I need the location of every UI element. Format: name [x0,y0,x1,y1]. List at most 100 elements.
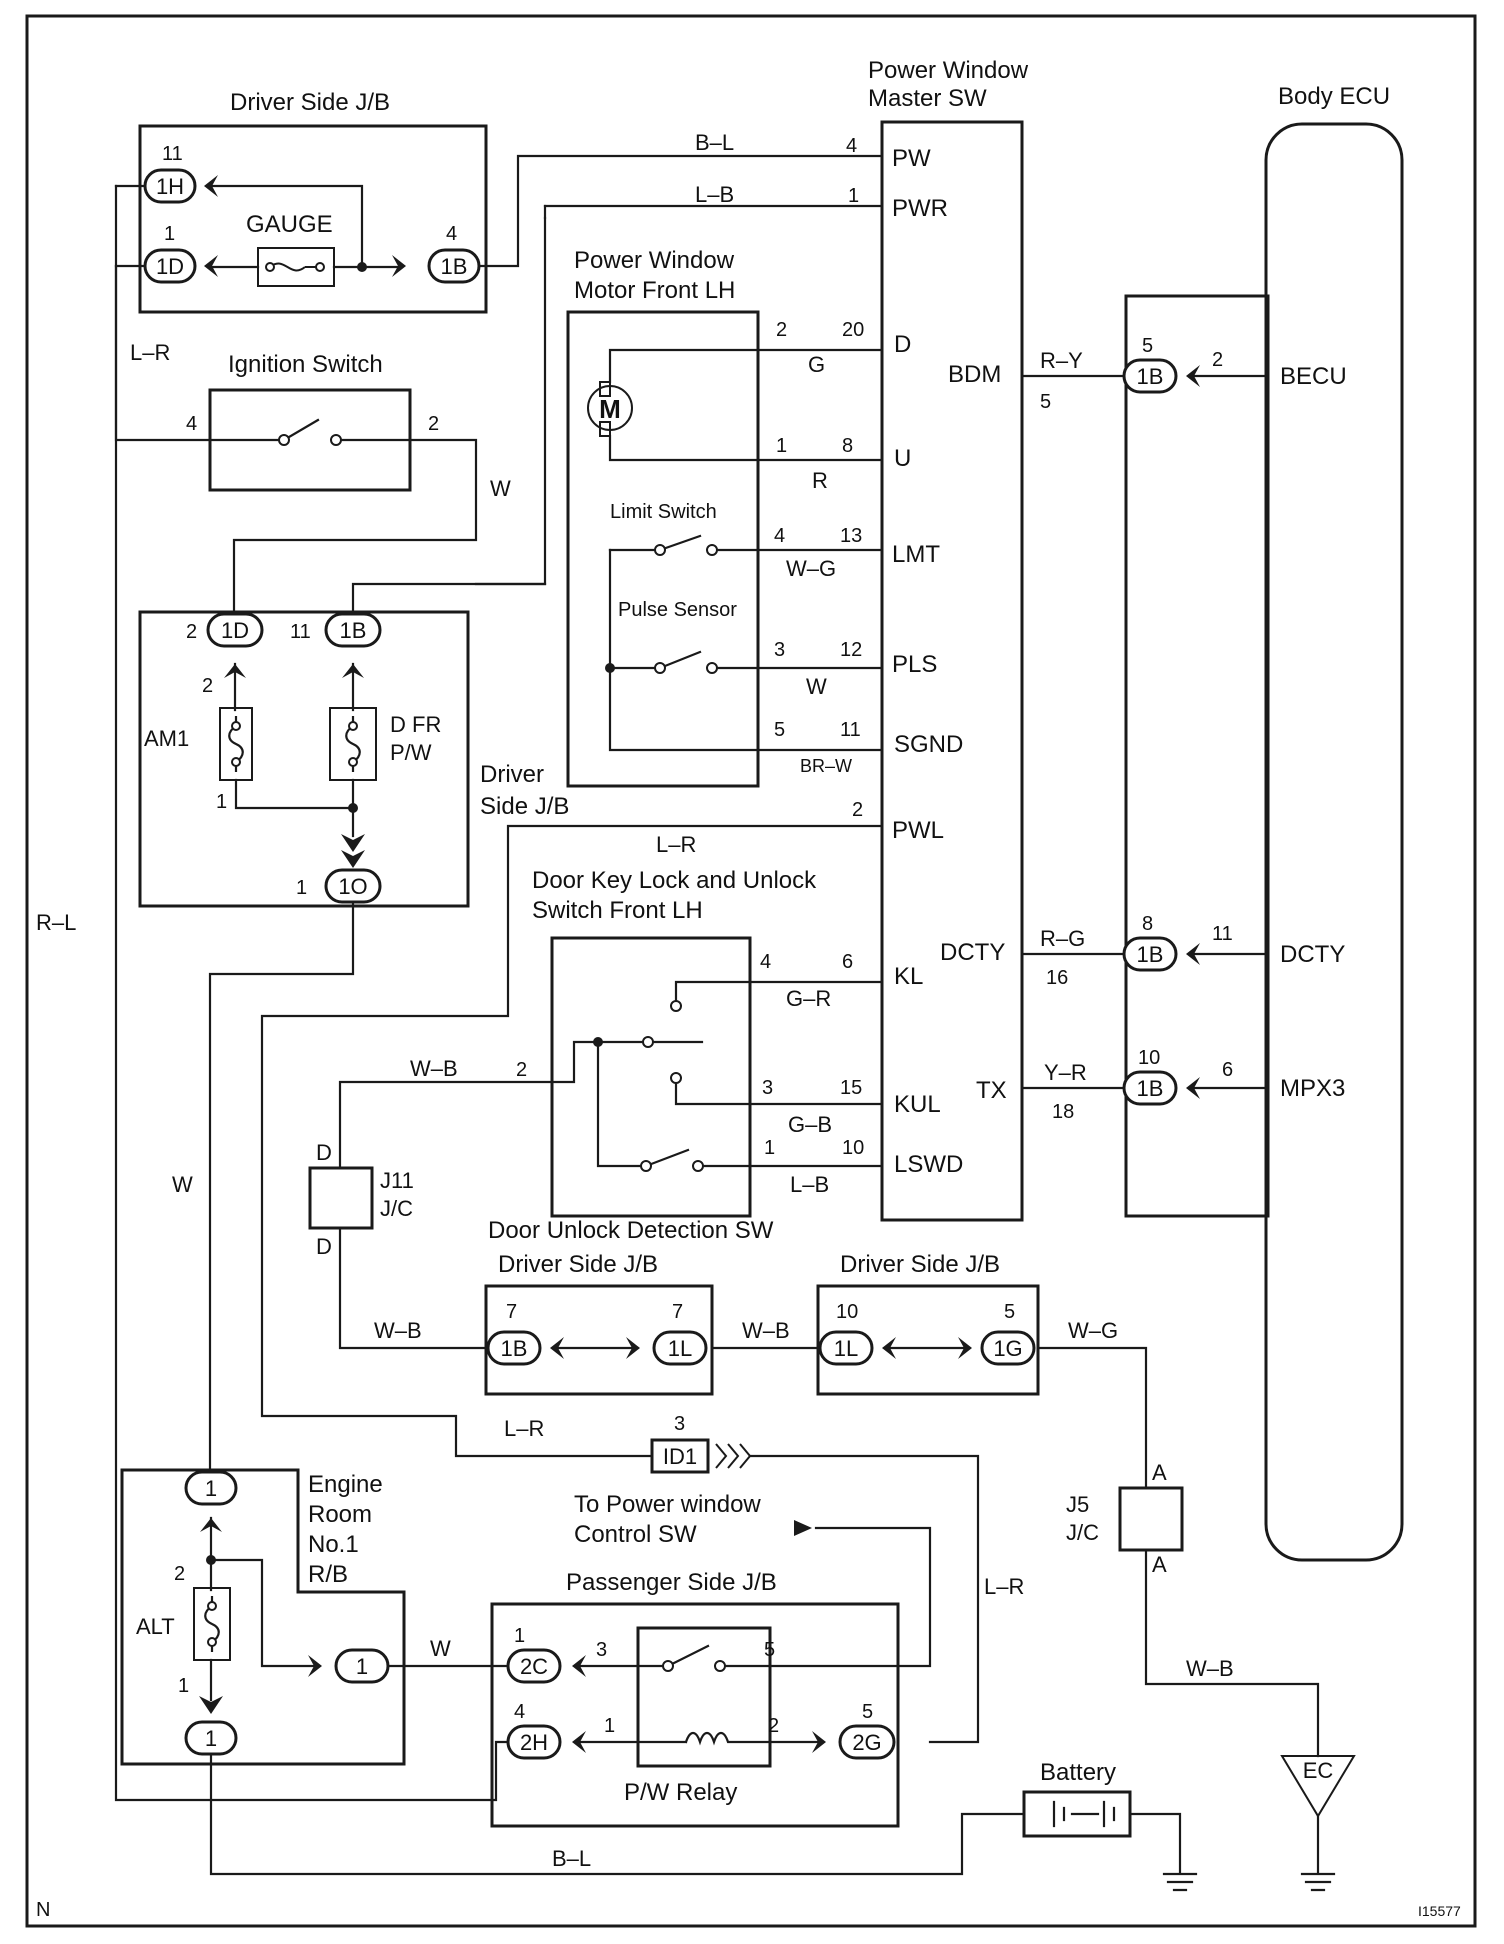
svg-text:1: 1 [164,223,175,245]
svg-text:2: 2 [174,1563,185,1585]
svg-text:B–L: B–L [695,130,734,155]
svg-text:PLS: PLS [892,651,937,678]
connector-1B-low: 1B [486,1330,564,1366]
connector-1H: 1H [143,168,218,204]
svg-text:J5: J5 [1066,1492,1089,1517]
svg-text:10: 10 [836,1301,858,1323]
svg-text:B–L: B–L [552,1846,591,1871]
master-terminals: PW PWR D U LMT PLS SGND PWL KL KUL LSWD … [892,145,1007,1178]
svg-text:Power Window: Power Window [868,57,1029,84]
svg-text:TX: TX [976,1077,1007,1104]
svg-text:J/C: J/C [380,1196,413,1221]
svg-text:Door Key Lock and Unlock: Door Key Lock and Unlock [532,867,817,894]
svg-text:DCTY: DCTY [940,939,1005,966]
svg-text:4: 4 [760,951,771,973]
svg-text:3: 3 [774,639,785,661]
svg-text:Battery: Battery [1040,1759,1116,1786]
svg-text:No.1: No.1 [308,1531,359,1558]
connector-2G: 2G [812,1724,896,1760]
svg-text:1: 1 [205,1726,217,1751]
svg-text:U: U [894,445,911,472]
svg-text:EC: EC [1303,1758,1334,1783]
svg-text:Door Unlock Detection SW: Door Unlock Detection SW [488,1217,774,1244]
svg-text:1: 1 [764,1137,775,1159]
svg-text:1: 1 [776,435,787,457]
svg-text:W–B: W–B [410,1056,458,1081]
svg-text:L–R: L–R [656,832,696,857]
ecu-connector-becu: 1B R–Y 5 5 2 [1020,335,1268,413]
svg-text:W: W [490,476,511,501]
svg-text:10: 10 [1138,1047,1160,1069]
connector-1D-gauge: 1D [143,248,218,284]
svg-text:8: 8 [1142,913,1153,935]
svg-text:2: 2 [852,799,863,821]
svg-text:16: 16 [1046,967,1068,989]
motor-icon [587,385,633,431]
svg-text:1B: 1B [441,254,468,279]
svg-text:4: 4 [186,413,197,435]
svg-text:5: 5 [1040,391,1051,413]
svg-text:7: 7 [672,1301,683,1323]
svg-text:5: 5 [764,1639,775,1661]
svg-text:2: 2 [516,1059,527,1081]
wire-pw [477,154,884,268]
svg-text:4: 4 [846,135,857,157]
connector-1-bottom: 1 [184,1720,238,1756]
svg-text:1: 1 [178,1675,189,1697]
svg-text:2C: 2C [520,1654,548,1679]
j11-box [308,1166,374,1230]
svg-text:5: 5 [862,1701,873,1723]
svg-text:8: 8 [842,435,853,457]
svg-text:1H: 1H [156,174,184,199]
svg-text:KL: KL [894,963,923,990]
svg-text:Y–R: Y–R [1044,1060,1087,1085]
engine-rb-box [120,1468,406,1766]
svg-text:6: 6 [842,951,853,973]
dsjb-top-label: Driver Side J/B [230,89,390,116]
svg-text:13: 13 [840,525,862,547]
connector-1D-am1: 1D [206,612,264,648]
svg-text:AM1: AM1 [144,726,189,751]
svg-text:Side J/B: Side J/B [480,793,569,820]
body-ecu-inner-box [1124,294,1270,1218]
connector-1-top: 1 [184,1470,238,1506]
svg-text:N: N [36,1899,50,1921]
svg-text:3: 3 [674,1413,685,1435]
svg-text:MPX3: MPX3 [1280,1075,1345,1102]
svg-text:D: D [316,1140,332,1165]
svg-text:5: 5 [1004,1301,1015,1323]
svg-text:BDM: BDM [948,361,1001,388]
svg-text:1L: 1L [668,1336,692,1361]
svg-text:7: 7 [506,1301,517,1323]
svg-text:ALT: ALT [136,1614,175,1639]
svg-text:Driver Side J/B: Driver Side J/B [498,1251,658,1278]
svg-text:2: 2 [428,413,439,435]
svg-text:Driver: Driver [480,761,544,788]
connector-1L-low2: 1L [818,1330,896,1366]
svg-text:G: G [808,352,825,377]
dsjb-low2-box [816,1284,1040,1396]
master-sw-box [880,120,1024,1222]
svg-text:Motor Front LH: Motor Front LH [574,277,735,304]
svg-text:1: 1 [848,185,859,207]
svg-text:R–L: R–L [36,910,76,935]
svg-text:1: 1 [205,1476,217,1501]
body-ecu-box [1264,122,1404,1562]
wire-ignition [114,264,478,616]
dsjb-mid-box [138,610,470,908]
svg-text:10: 10 [842,1137,864,1159]
svg-text:1: 1 [356,1654,368,1679]
wire-w-main [208,900,355,1472]
svg-text:LMT: LMT [892,541,940,568]
svg-text:2: 2 [1212,349,1223,371]
svg-text:2H: 2H [520,1730,548,1755]
svg-text:4: 4 [446,223,457,245]
svg-text:M: M [599,394,621,424]
svg-text:20: 20 [842,319,864,341]
svg-text:1: 1 [296,877,307,899]
svg-text:4: 4 [774,525,785,547]
svg-text:Passenger Side J/B: Passenger Side J/B [566,1569,777,1596]
svg-text:Power Window: Power Window [574,247,735,274]
svg-text:6: 6 [1222,1059,1233,1081]
svg-text:4: 4 [514,1701,525,1723]
